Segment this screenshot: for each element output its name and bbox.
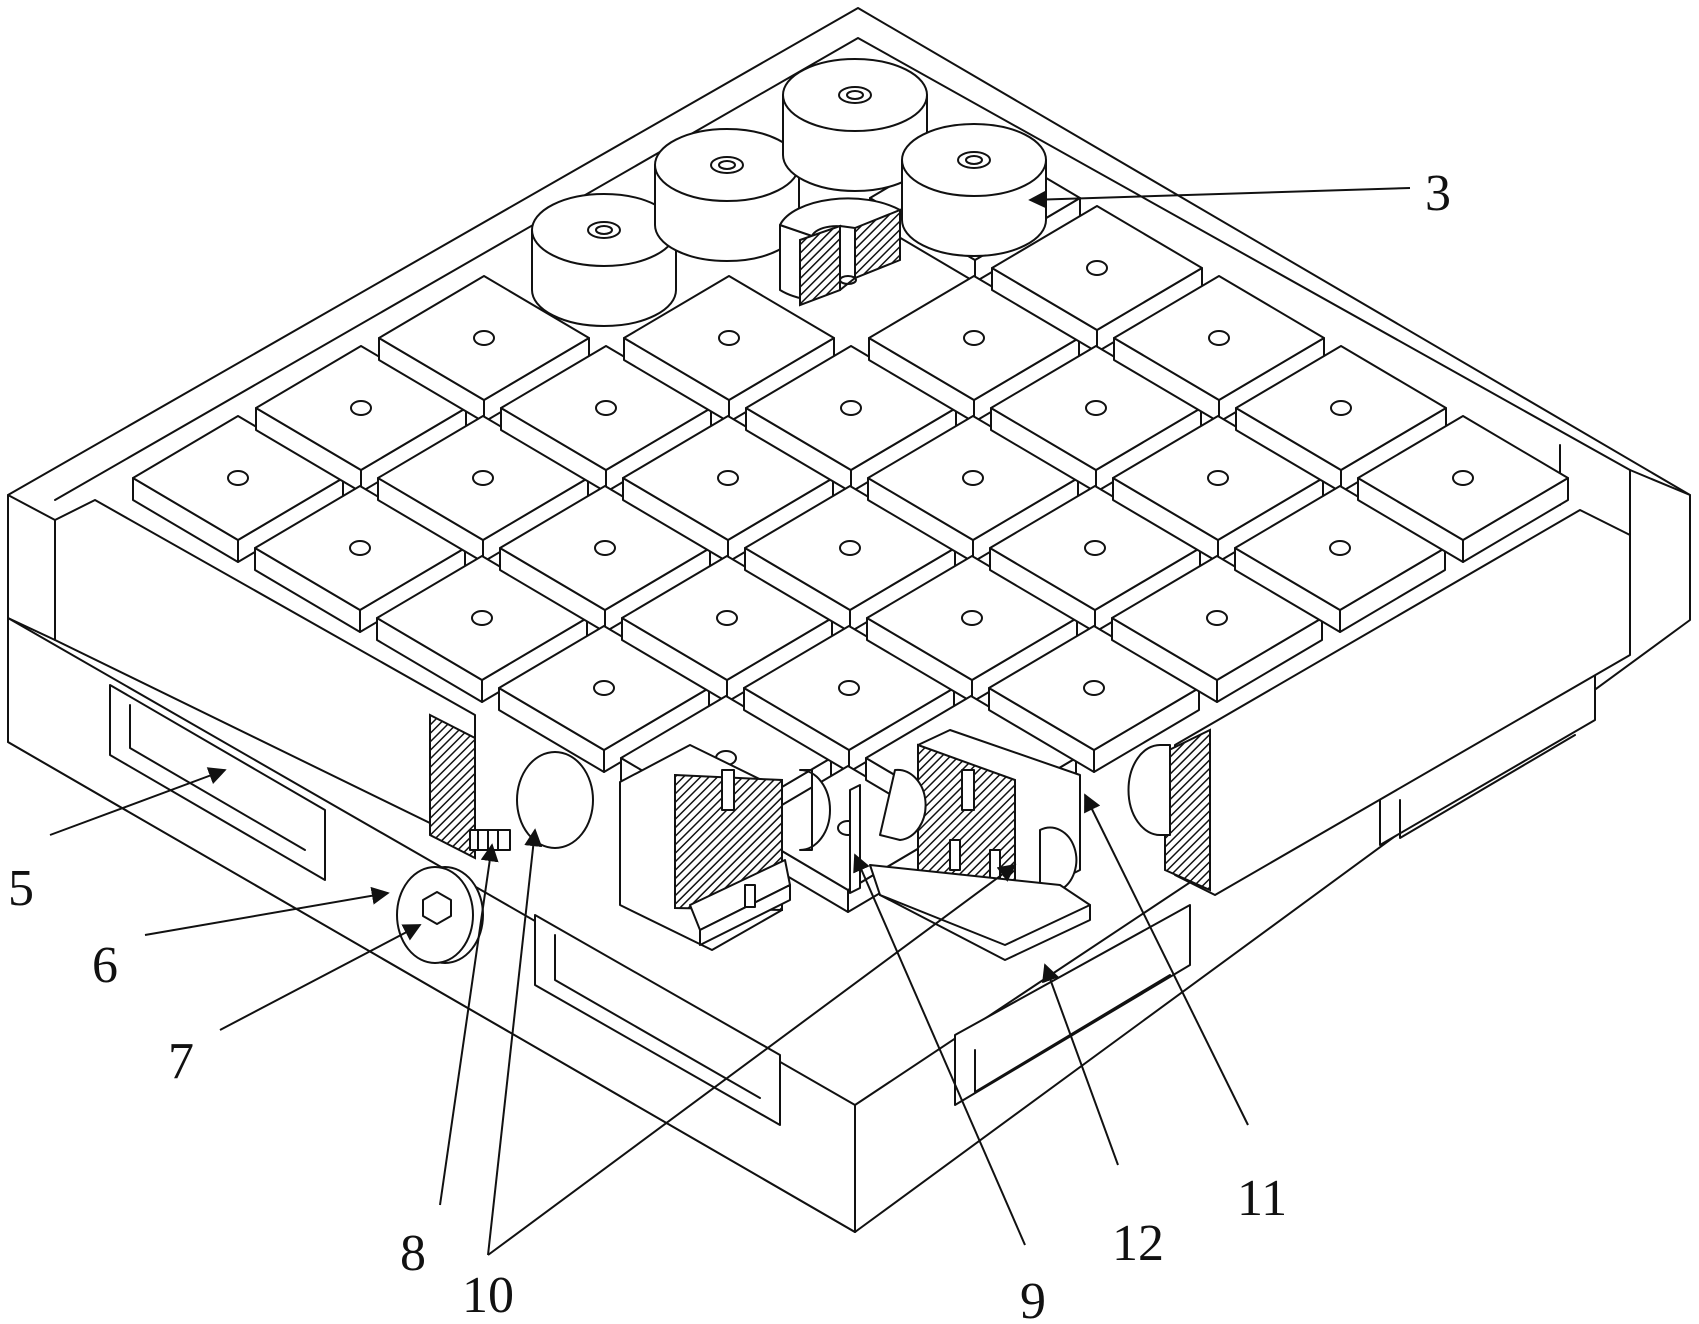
callout-7: 7 [168,1033,194,1090]
block-center-hole [963,330,985,346]
block-center-hole [473,330,495,346]
block-center-hole [1085,400,1107,416]
block-center-hole [717,470,739,486]
block-center-hole [1206,610,1228,626]
block-center-hole [839,540,861,556]
leader-10a [487,828,543,1256]
cylinder-2 [654,128,800,262]
block-center-hole [594,540,616,556]
support-block [1357,415,1569,563]
leader-3 [1028,187,1411,209]
callout-labels: 3 5 6 7 8 10 9 12 11 [8,165,1451,1324]
clamp-assembly-right [917,729,1081,906]
support-block [1235,345,1447,493]
callout-5: 5 [8,860,34,917]
block-center-hole [1208,330,1230,346]
fork-pocket-front-right [954,904,1191,1106]
base-inner-rim [54,37,1631,501]
block-center-hole [1330,400,1352,416]
block-center-hole [1207,470,1229,486]
leader-11 [1084,793,1249,1126]
leader-10b [487,863,1017,1256]
block-center-hole [1084,540,1106,556]
callout-3: 3 [1425,165,1451,222]
leader-8 [439,843,499,1206]
leader-lines [49,187,1411,1256]
support-block [623,275,835,423]
callout-6: 6 [92,937,118,994]
support-block [991,205,1203,353]
round-pin-center-2 [879,768,927,841]
block-center-hole [1083,680,1105,696]
callout-12: 12 [1112,1215,1164,1272]
cylinder-weights [531,58,1047,327]
callout-8: 8 [400,1225,426,1282]
shaft-8 [469,829,511,851]
leader-7 [219,924,422,1031]
fork-pocket-front-left [534,914,781,1126]
support-block [378,275,590,423]
callout-9: 9 [1020,1273,1046,1324]
block-center-hole [227,470,249,486]
callout-10: 10 [462,1267,514,1324]
round-pin-left [516,751,594,849]
support-block [866,555,1078,703]
clamp-assembly-left [619,744,791,951]
block-center-hole [1329,540,1351,556]
leader-12 [1042,963,1119,1166]
leader-5 [49,767,227,836]
round-pin-center [799,769,831,851]
support-block [1113,275,1325,423]
plate-9 [849,784,861,894]
block-center-hole [593,680,615,696]
cylinder-sectioned [779,197,901,307]
block-center-hole [838,680,860,696]
block-center-hole [1086,260,1108,276]
block-center-hole [595,400,617,416]
leader-6 [144,886,390,936]
callout-11: 11 [1237,1170,1287,1227]
right-rail-section [1164,728,1211,892]
round-pin-right [1127,744,1171,836]
block-center-hole [840,400,862,416]
support-block [622,415,834,563]
block-center-hole [1452,470,1474,486]
support-block [1112,415,1324,563]
fork-pockets [109,664,1596,1126]
leader-9 [853,853,1026,1246]
block-center-hole [472,470,494,486]
cylinder-4 [901,123,1047,257]
hex-socket-7 [422,891,452,925]
block-center-hole [716,610,738,626]
left-rail-section [429,713,476,860]
block-center-hole [961,610,983,626]
block-center-hole [350,400,372,416]
block-center-hole [962,470,984,486]
block-center-hole [718,330,740,346]
base-left-corner-face [7,494,56,641]
support-block-grid [132,135,1569,913]
block-center-hole [471,610,493,626]
side-rails [54,499,1631,896]
round-pins [516,744,1171,851]
block-center-hole [349,540,371,556]
cylinder-3 [782,58,928,192]
adjust-knob [396,829,511,964]
plate-assemblies [849,784,1091,961]
cylinder-1 [531,193,677,327]
